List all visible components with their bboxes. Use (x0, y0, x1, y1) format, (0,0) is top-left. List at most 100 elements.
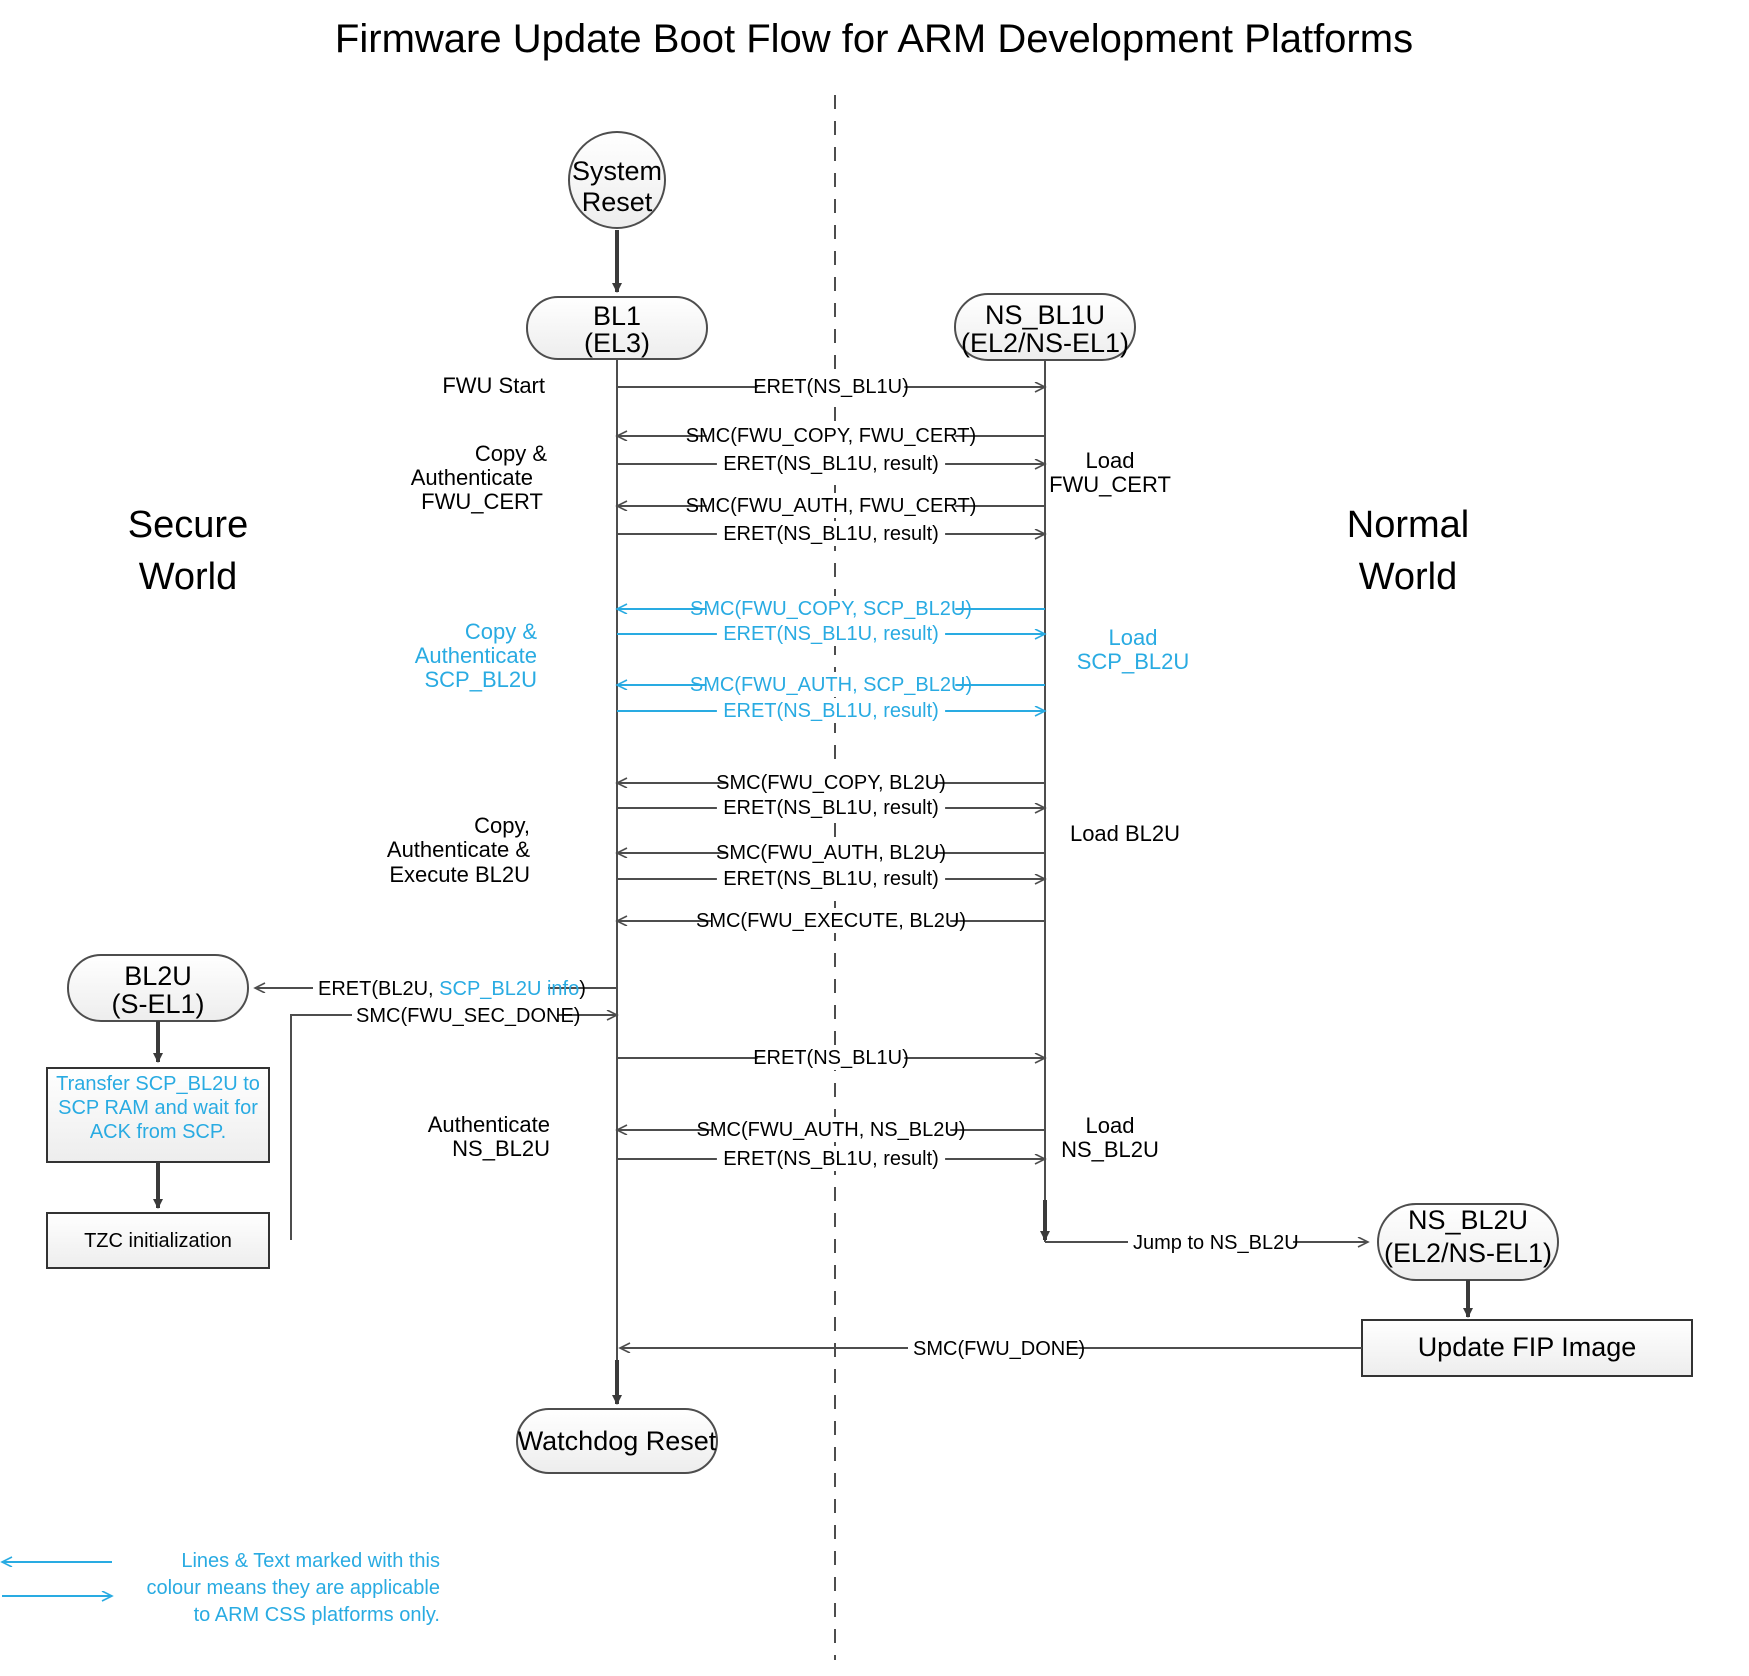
label-bg-m14 (711, 908, 951, 933)
message-smc-fwu-sec-done: SMC(FWU_SEC_DONE) (356, 1005, 580, 1027)
label-bg-m13 (716, 866, 946, 891)
label-bg-m4 (706, 493, 956, 518)
message-eret-bl2u-prefix: ERET(BL2U, (318, 978, 439, 1000)
message-m1: ERET(NS_BL1U) (617, 374, 1045, 399)
page-title: Firmware Update Boot Flow for ARM Develo… (335, 17, 1413, 61)
message-m13: ERET(NS_BL1U, result) (617, 866, 1045, 891)
message-jump-to-ns-bl2u: Jump to NS_BL2U (1133, 1232, 1299, 1254)
message-m12: SMC(FWU_AUTH, BL2U) (617, 840, 1045, 865)
label-bg-m15 (757, 1045, 905, 1070)
message-eret-bl2u-blue: SCP_BL2U info (439, 978, 579, 1000)
left-label-l12: NS_BL2U (452, 1136, 550, 1161)
right-label-r4: SCP_BL2U (1077, 649, 1190, 674)
message-label-m8: SMC(FWU_AUTH, SCP_BL2U) (690, 674, 972, 696)
message-label-m7: ERET(NS_BL1U, result) (723, 623, 939, 645)
message-m3: ERET(NS_BL1U, result) (617, 451, 1045, 476)
secure-world-label-line2: World (139, 556, 238, 598)
message-smc-fwu-done: SMC(FWU_DONE) (913, 1338, 1085, 1360)
node-bl2u-line1: BL2U (124, 961, 192, 991)
label-bg-m5 (716, 521, 946, 546)
left-label-l10: Execute BL2U (389, 862, 530, 887)
message-label-m14: SMC(FWU_EXECUTE, BL2U) (696, 910, 966, 932)
node-watchdog-reset[interactable] (516, 1408, 718, 1474)
message-m9: ERET(NS_BL1U, result) (617, 698, 1045, 723)
node-bl1-line2: (EL3) (584, 328, 650, 358)
message-layer: ERET(NS_BL1U) SMC(FWU_COPY, FWU_CERT) ERET… (617, 374, 1045, 1171)
message-label-m15: ERET(NS_BL1U) (753, 1047, 909, 1069)
message-m8: SMC(FWU_AUTH, SCP_BL2U) (617, 672, 1045, 697)
message-m15: ERET(NS_BL1U) (617, 1045, 1045, 1070)
message-label-m2: SMC(FWU_COPY, FWU_CERT) (686, 425, 976, 447)
node-ns-bl2u-line1: NS_BL2U (1408, 1205, 1528, 1235)
box-tzc-initialization[interactable] (46, 1212, 270, 1269)
left-label-l1: FWU Start (442, 373, 545, 398)
message-m14: SMC(FWU_EXECUTE, BL2U) (617, 908, 1045, 933)
legend-line3: to ARM CSS platforms only. (194, 1604, 440, 1626)
message-m11: ERET(NS_BL1U, result) (617, 795, 1045, 820)
message-label-m17: ERET(NS_BL1U, result) (723, 1148, 939, 1170)
node-system-reset-line1: System (572, 156, 662, 186)
box-transfer-line3: ACK from SCP. (90, 1121, 226, 1143)
left-label-l4: FWU_CERT (421, 489, 543, 514)
message-label-m3: ERET(NS_BL1U, result) (723, 453, 939, 475)
secure-world-label-line1: Secure (128, 504, 248, 546)
message-label-m9: ERET(NS_BL1U, result) (723, 700, 939, 722)
left-label-l3: Authenticate (411, 465, 533, 490)
box-transfer-line2: SCP RAM and wait for (58, 1097, 258, 1119)
right-label-r3: Load (1109, 625, 1158, 650)
message-label-m6: SMC(FWU_COPY, SCP_BL2U) (690, 598, 972, 620)
right-label-r2: FWU_CERT (1049, 472, 1171, 497)
message-m5: ERET(NS_BL1U, result) (617, 521, 1045, 546)
box-transfer-line1: Transfer SCP_BL2U to (56, 1073, 260, 1095)
right-label-r5: Load BL2U (1070, 821, 1180, 846)
message-label-m1: ERET(NS_BL1U) (753, 376, 909, 398)
message-m17: ERET(NS_BL1U, result) (617, 1146, 1045, 1171)
label-bg-m7 (716, 621, 946, 646)
node-ns-bl2u-line2: (EL2/NS-EL1) (1384, 1238, 1552, 1268)
message-m2: SMC(FWU_COPY, FWU_CERT) (617, 423, 1045, 448)
normal-world-label-line2: World (1359, 556, 1458, 598)
box-transfer-scp-bl2u[interactable] (46, 1067, 270, 1163)
label-bg-m11 (716, 795, 946, 820)
message-eret-bl2u: ERET(BL2U, SCP_BL2U info) (318, 978, 586, 1000)
label-bg-m6 (706, 596, 956, 621)
node-bl2u-line2: (S-EL1) (111, 989, 204, 1019)
label-bg-m16 (711, 1117, 951, 1142)
message-m6: SMC(FWU_COPY, SCP_BL2U) (617, 596, 1045, 621)
message-label-m13: ERET(NS_BL1U, result) (723, 868, 939, 890)
message-label-m16: SMC(FWU_AUTH, NS_BL2U) (697, 1119, 966, 1141)
label-bg-m8 (706, 672, 956, 697)
message-label-m12: SMC(FWU_AUTH, BL2U) (716, 842, 946, 864)
left-label-l7: SCP_BL2U (424, 667, 537, 692)
right-label-r6: Load (1086, 1113, 1135, 1138)
label-bg-m12 (727, 840, 935, 865)
box-tzc-label: TZC initialization (84, 1230, 232, 1252)
left-label-l5: Copy & (465, 619, 537, 644)
label-bg-smc-fwu-done (908, 1336, 1068, 1360)
message-m4: SMC(FWU_AUTH, FWU_CERT) (617, 493, 1045, 518)
message-label-m10: SMC(FWU_COPY, BL2U) (716, 772, 946, 794)
message-label-m4: SMC(FWU_AUTH, FWU_CERT) (686, 495, 977, 517)
box-update-fip-label: Update FIP Image (1418, 1332, 1637, 1362)
box-update-fip-image[interactable] (1361, 1319, 1693, 1377)
message-label-m5: ERET(NS_BL1U, result) (723, 523, 939, 545)
node-system-reset[interactable] (568, 131, 666, 229)
left-label-l8: Copy, (474, 813, 530, 838)
message-m16: SMC(FWU_AUTH, NS_BL2U) (617, 1117, 1045, 1142)
message-m7: ERET(NS_BL1U, result) (617, 621, 1045, 646)
label-bg-m3 (716, 451, 946, 476)
node-system-reset-line2: Reset (582, 187, 653, 217)
label-bg-m1 (757, 374, 905, 399)
left-label-l11: Authenticate (428, 1112, 550, 1137)
label-bg-jump-to-ns-bl2u (1128, 1230, 1293, 1254)
node-ns-bl1u-line2: (EL2/NS-EL1) (961, 328, 1129, 358)
legend-line2: colour means they are applicable (146, 1577, 440, 1599)
message-m10: SMC(FWU_COPY, BL2U) (617, 770, 1045, 795)
label-bg-m2 (706, 423, 956, 448)
left-label-l6: Authenticate (415, 643, 537, 668)
message-eret-bl2u-suffix: ) (579, 978, 586, 1000)
left-label-l2: Copy & (475, 441, 547, 466)
